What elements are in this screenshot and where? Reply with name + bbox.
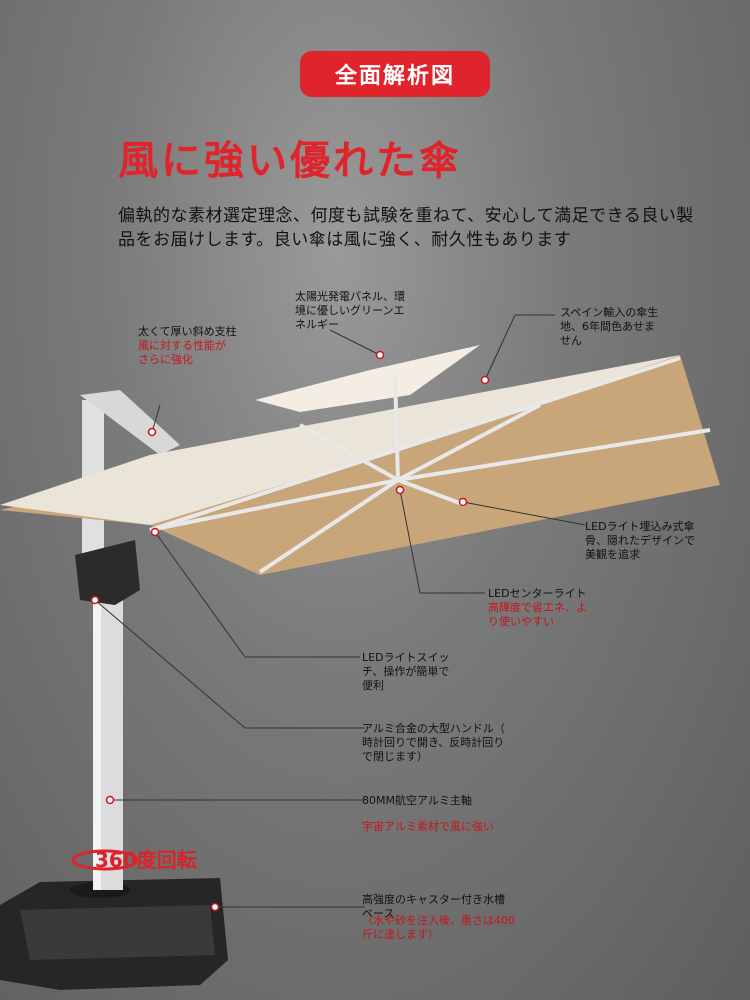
callout-fabric: スペイン輸入の傘生 地、6年間色あせま せん xyxy=(560,306,659,347)
callout-base-sub: （水や砂を注入後、重さは400 斤に達します） xyxy=(362,914,515,941)
handle xyxy=(75,540,140,605)
ribs xyxy=(149,356,711,574)
callout-led-ribs: LEDライト埋込み式傘 骨、隠れたデザインで 美観を追求 xyxy=(585,520,695,561)
callout-handle: アルミ合金の大型ハンドル（ 時計回りで開き、反時計回り で閉じます） xyxy=(362,722,505,763)
callout-led-center: LEDセンターライト xyxy=(488,587,587,600)
section-badge: 全面解析図 xyxy=(300,51,490,97)
solar-panel xyxy=(255,345,480,412)
callout-dots xyxy=(90,350,490,912)
water-tank-base xyxy=(0,878,228,990)
page-title: 風に強い優れた傘 xyxy=(118,138,462,184)
support-arm xyxy=(80,390,180,455)
callout-brace-sub: 風に対する性能が さらに強化 xyxy=(138,339,226,366)
callout-solar: 太陽光発電パネル、環 境に優しいグリーンエ ネルギー xyxy=(295,290,405,331)
callout-brace: 太くて厚い斜め支柱 xyxy=(138,325,237,338)
leader-lines xyxy=(94,314,586,908)
callout-pole-sub: 宇宙アルミ素材で風に強い xyxy=(362,820,494,833)
rotation-label: 360度回転 xyxy=(95,848,197,872)
description: 偏執的な素材選定理念、何度も試験を重ねて、安心して満足できる良い製品をお届けしま… xyxy=(118,206,694,250)
callout-pole: 80MM航空アルミ主軸 xyxy=(362,794,472,807)
callout-led-switch: LEDライトスイッ チ、操作が簡単で 便利 xyxy=(362,651,450,692)
canopy-top xyxy=(0,355,680,525)
callout-led-center-sub: 高輝度で省エネ、よ り使いやすい xyxy=(488,601,587,628)
rotation-arc xyxy=(71,849,139,871)
callout-base: 高強度のキャスター付き水槽 ベース xyxy=(362,893,505,920)
